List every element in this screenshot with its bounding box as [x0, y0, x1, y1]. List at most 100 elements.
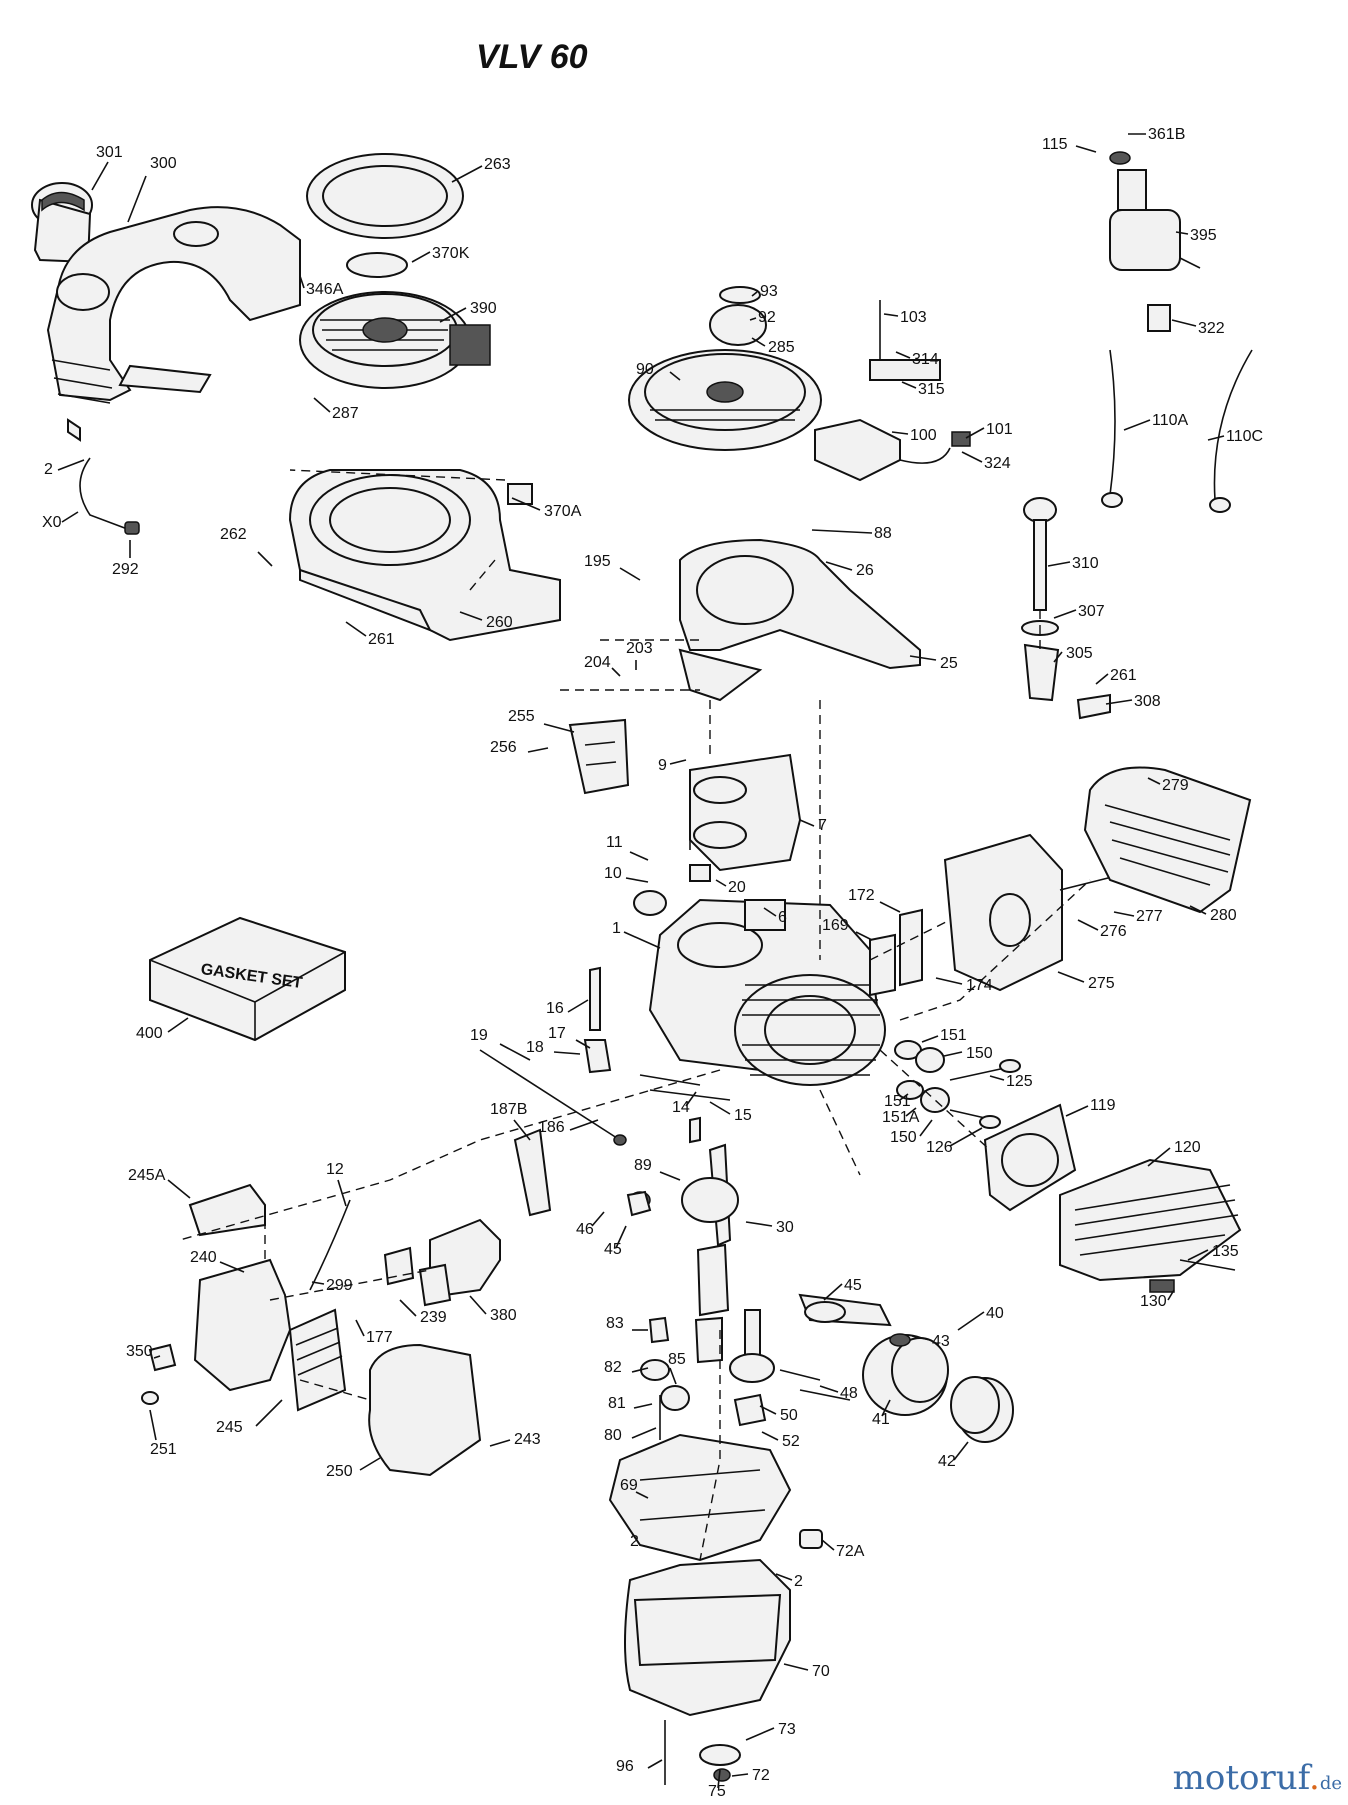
gasket-set-box: GASKET SET — [149, 916, 346, 1042]
leader-70 — [783, 1663, 809, 1671]
leader-45b — [823, 1283, 843, 1301]
leader-100 — [891, 431, 909, 435]
callout-43: 43 — [932, 1333, 950, 1350]
leader-400 — [167, 1017, 189, 1033]
callout-115: 115 — [1042, 136, 1068, 153]
leader-88 — [811, 529, 873, 534]
leader-308 — [1105, 699, 1133, 705]
callout-301: 301 — [96, 144, 123, 161]
leader-135 — [1187, 1249, 1209, 1261]
leader-80 — [631, 1427, 657, 1439]
air-cleaner-cover — [368, 1343, 482, 1477]
callout-9: 9 — [658, 757, 667, 774]
fuel-tank-shroud — [31, 182, 301, 442]
callout-110C: 110C — [1226, 428, 1263, 445]
callout-119: 119 — [1090, 1097, 1116, 1114]
callout-395: 395 — [1190, 227, 1217, 244]
callout-130: 130 — [1140, 1293, 1167, 1310]
leader-43 — [911, 1335, 931, 1341]
callout-151a: 151 — [940, 1027, 967, 1044]
callout-305: 305 — [1066, 645, 1093, 662]
leader-2a — [57, 459, 85, 471]
leader-279 — [1147, 777, 1161, 785]
cylinder-head — [1059, 1158, 1242, 1293]
leader-81 — [633, 1403, 653, 1409]
callout-110A: 110A — [1152, 412, 1189, 429]
callout-18: 18 — [526, 1039, 544, 1056]
leader-172 — [879, 901, 901, 913]
leader-240 — [219, 1261, 245, 1273]
callout-245: 245 — [216, 1419, 243, 1436]
callout-100: 100 — [910, 427, 937, 444]
leader-239 — [399, 1299, 417, 1317]
choke-plate — [141, 1343, 177, 1405]
callout-277: 277 — [1136, 908, 1163, 925]
leader-26 — [825, 561, 853, 571]
callout-125: 125 — [1006, 1073, 1033, 1090]
leader-299 — [311, 1281, 325, 1285]
leader-x0 — [61, 511, 79, 523]
starter-motor — [1109, 151, 1201, 332]
cylinder-gaskets — [689, 753, 802, 872]
leader-110A — [1123, 419, 1151, 431]
leader-301 — [91, 161, 109, 191]
leader-18 — [553, 1051, 581, 1055]
callout-346A: 346A — [306, 281, 344, 298]
exhaust-gaskets — [869, 908, 923, 997]
leader-280 — [1189, 905, 1207, 915]
leader-41 — [881, 1399, 891, 1417]
callout-203: 203 — [626, 640, 653, 657]
leader-42 — [953, 1441, 969, 1461]
callout-174: 174 — [966, 977, 993, 994]
leader-305 — [1053, 651, 1063, 663]
callout-15: 15 — [734, 1107, 752, 1124]
callout-279: 279 — [1162, 777, 1189, 794]
leader-169 — [855, 931, 873, 941]
callout-90: 90 — [636, 361, 654, 378]
piston — [862, 1333, 1014, 1443]
leader-25 — [909, 655, 937, 661]
leader-40 — [957, 1311, 985, 1331]
leader-17 — [575, 1039, 591, 1049]
callout-256: 256 — [490, 739, 517, 756]
leader-72 — [731, 1773, 749, 1777]
callout-16: 16 — [546, 1000, 564, 1017]
callout-45a: 45 — [604, 1241, 622, 1258]
leader-120 — [1147, 1147, 1171, 1167]
leader-126 — [949, 1127, 983, 1147]
callout-276: 276 — [1100, 923, 1127, 940]
leader-261b — [1095, 673, 1109, 685]
sump-gasket — [608, 1433, 792, 1562]
callout-leaders — [57, 133, 1225, 1789]
leader-255 — [543, 723, 575, 733]
leader-96 — [647, 1759, 663, 1769]
leader-285 — [751, 337, 766, 347]
callout-324: 324 — [984, 455, 1011, 472]
callout-361B: 361B — [1148, 126, 1185, 143]
callout-72: 72 — [752, 1767, 770, 1784]
callout-322: 322 — [1198, 320, 1225, 337]
leader-130 — [1167, 1289, 1175, 1301]
leader-186 — [569, 1119, 599, 1131]
callout-52: 52 — [782, 1433, 800, 1450]
leader-11 — [629, 851, 649, 861]
air-cleaner-base — [188, 1183, 292, 1392]
watermark-dot: . — [1309, 1758, 1320, 1798]
callout-150b: 150 — [890, 1129, 917, 1146]
callout-187B: 187B — [490, 1101, 527, 1118]
callout-195: 195 — [584, 553, 611, 570]
callout-390: 390 — [470, 300, 497, 317]
callout-314: 314 — [912, 351, 939, 368]
blower-housing — [288, 469, 561, 642]
leader-370K — [411, 251, 431, 263]
leader-261a — [345, 621, 367, 637]
callout-204: 204 — [584, 654, 611, 671]
callout-17: 17 — [548, 1025, 566, 1042]
crankcase-sump — [624, 1529, 823, 1785]
governor-linkage — [479, 966, 731, 1146]
leader-1 — [623, 931, 661, 949]
callout-240: 240 — [190, 1249, 217, 1266]
cable-110a — [1109, 349, 1116, 496]
callout-243: 243 — [514, 1431, 541, 1448]
